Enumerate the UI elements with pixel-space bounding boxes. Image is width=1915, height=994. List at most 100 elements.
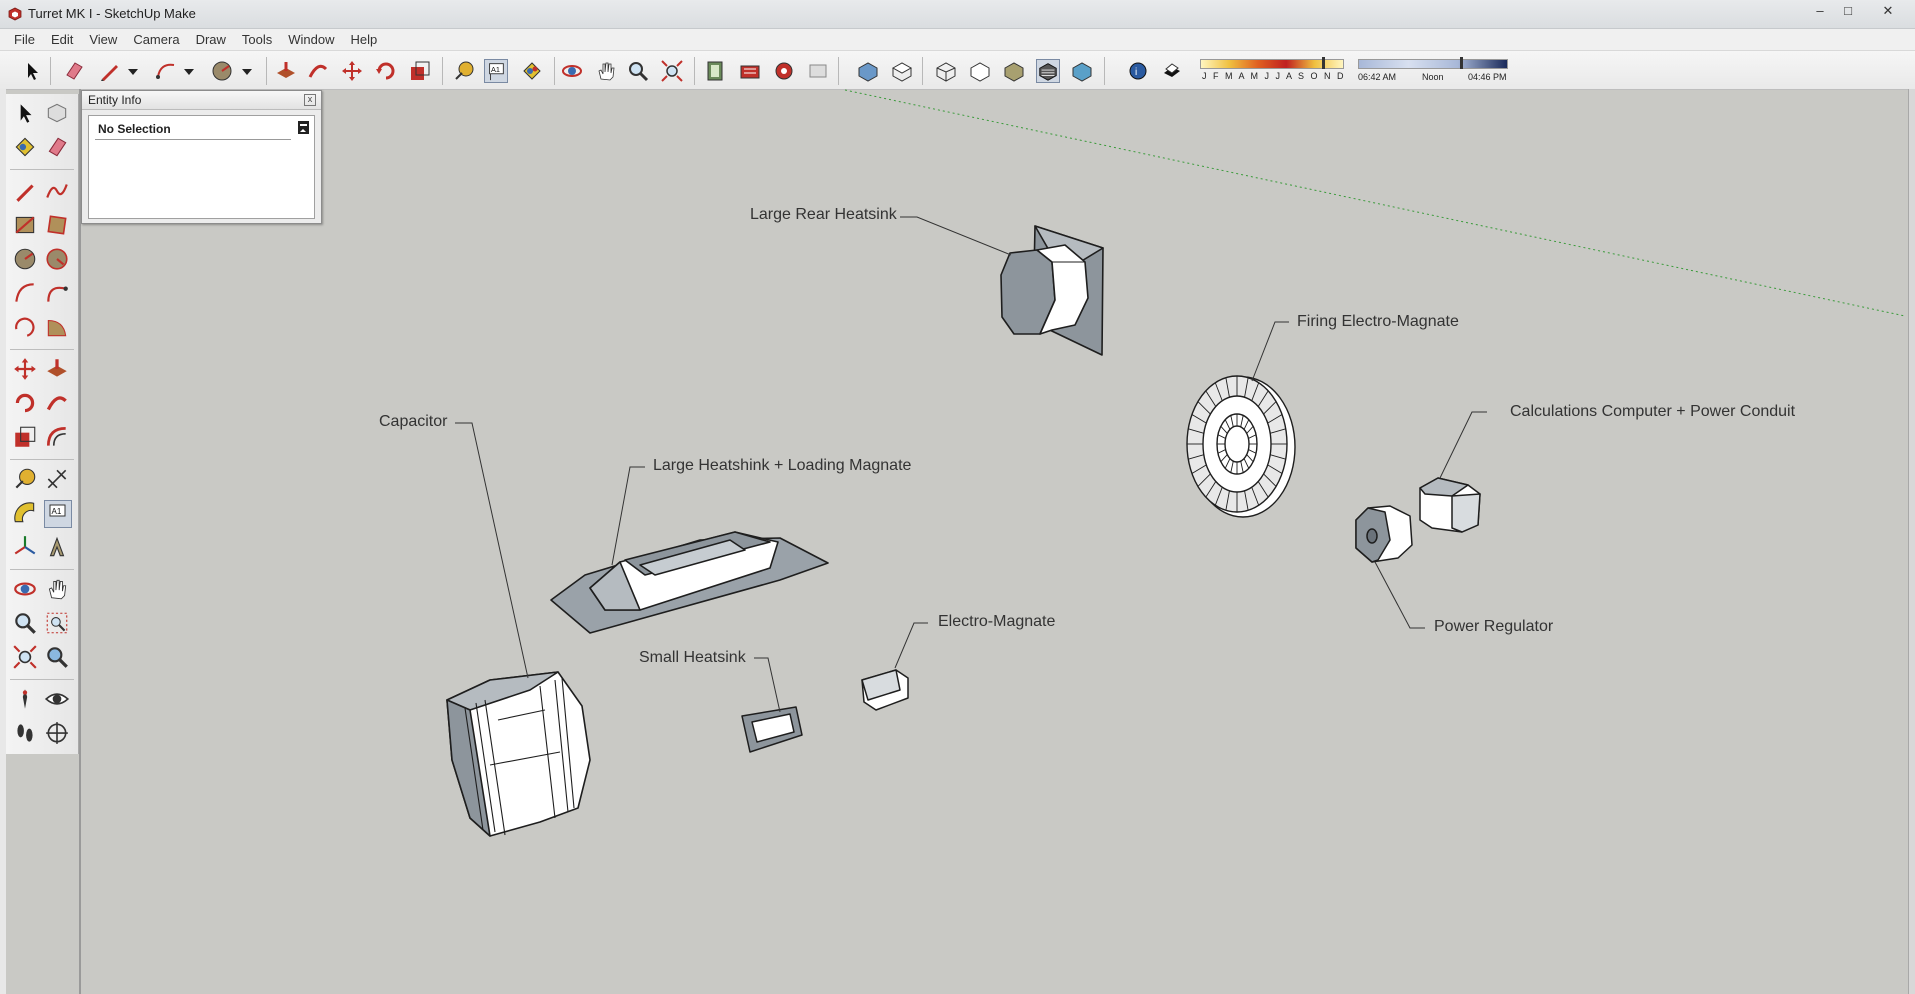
pan-hand-icon[interactable]: [594, 59, 618, 83]
hidden-line-style-icon[interactable]: [968, 59, 992, 83]
menu-help[interactable]: Help: [350, 32, 378, 47]
select-icon[interactable]: [12, 100, 38, 126]
polygon-icon[interactable]: [44, 246, 70, 272]
share-component-icon[interactable]: [806, 59, 830, 83]
paint-bucket-icon[interactable]: [520, 59, 544, 83]
line-pencil-icon[interactable]: [12, 178, 38, 204]
ring-spoke: [1188, 428, 1204, 434]
arc-icon[interactable]: [12, 280, 38, 306]
follow-me-icon[interactable]: [306, 59, 330, 83]
time-slider-thumb[interactable]: [1460, 57, 1463, 69]
circle-shape-icon[interactable]: [210, 59, 234, 83]
chevron-down-icon[interactable]: [182, 59, 196, 83]
calculations-computer-model: [1419, 477, 1481, 533]
rotate-icon[interactable]: [374, 59, 398, 83]
section-plane-icon[interactable]: [44, 720, 70, 746]
make-component-icon[interactable]: [44, 100, 70, 126]
orbit-icon[interactable]: [12, 576, 38, 602]
scale-icon[interactable]: [408, 59, 432, 83]
warehouse-icon[interactable]: [704, 59, 728, 83]
textured-style-icon[interactable]: [1070, 59, 1094, 83]
two-point-arc-icon[interactable]: [44, 280, 70, 306]
move-icon[interactable]: [340, 59, 364, 83]
text-tool-button[interactable]: A1: [484, 59, 508, 83]
menu-tools[interactable]: Tools: [241, 32, 273, 47]
top-view-icon[interactable]: [890, 59, 914, 83]
label-power-regulator[interactable]: Power Regulator: [1434, 618, 1554, 635]
label-electro-magnate[interactable]: Electro-Magnate: [938, 613, 1056, 630]
label-small-heatsink[interactable]: Small Heatsink: [639, 649, 746, 666]
axes-icon[interactable]: [12, 534, 38, 560]
rotate-icon[interactable]: [12, 390, 38, 416]
rotated-rectangle-icon[interactable]: [44, 212, 70, 238]
label-large-heatshink[interactable]: Large Heatshink + Loading Magnate: [653, 457, 912, 474]
month-slider-thumb[interactable]: [1322, 57, 1325, 69]
follow-me-icon[interactable]: [44, 390, 70, 416]
display-shadows-icon[interactable]: [1160, 59, 1184, 83]
label-firing-electro-magnate[interactable]: Firing Electro-Magnate: [1297, 313, 1459, 330]
month-slider[interactable]: [1200, 59, 1344, 69]
scale-icon[interactable]: [12, 424, 38, 450]
xray-style-icon[interactable]: [934, 59, 958, 83]
3d-text-icon[interactable]: [44, 534, 70, 560]
chevron-down-icon[interactable]: [240, 59, 254, 83]
menu-file[interactable]: File: [14, 32, 35, 47]
freehand-arc-icon[interactable]: [154, 59, 178, 83]
line-pencil-icon[interactable]: [98, 59, 122, 83]
extension-warehouse-icon[interactable]: [772, 59, 796, 83]
shaded-style-icon[interactable]: [1002, 59, 1026, 83]
look-around-eye-icon[interactable]: [44, 686, 70, 712]
label-large-rear-heatsink[interactable]: Large Rear Heatsink: [750, 206, 897, 223]
three-point-arc-icon[interactable]: [12, 314, 38, 340]
menu-draw[interactable]: Draw: [195, 32, 226, 47]
shadow-settings-icon[interactable]: i: [1126, 59, 1150, 83]
zoom-extents-icon[interactable]: [12, 644, 38, 670]
maximize-button[interactable]: □: [1844, 3, 1852, 18]
zoom-extents-icon[interactable]: [660, 59, 684, 83]
dimension-icon[interactable]: [44, 466, 70, 492]
ring-spoke: [1225, 490, 1230, 511]
walk-footprints-icon[interactable]: [12, 720, 38, 746]
toggle-details-icon[interactable]: [298, 121, 309, 134]
menu-view[interactable]: View: [89, 32, 118, 47]
zoom-icon[interactable]: [12, 610, 38, 636]
zoom-icon[interactable]: [626, 59, 650, 83]
position-camera-icon[interactable]: [12, 686, 38, 712]
chevron-down-icon[interactable]: [126, 59, 140, 83]
entity-info-title: Entity Info: [88, 93, 142, 107]
time-slider[interactable]: [1358, 59, 1508, 69]
push-pull-icon[interactable]: [44, 356, 70, 382]
label-capacitor[interactable]: Capacitor: [379, 413, 448, 430]
rectangle-icon[interactable]: [12, 212, 38, 238]
freehand-icon[interactable]: [44, 178, 70, 204]
close-window-button[interactable]: ✕: [1882, 3, 1894, 18]
close-icon[interactable]: x: [304, 94, 316, 106]
eraser-icon[interactable]: [44, 134, 70, 160]
select-icon[interactable]: [20, 59, 44, 83]
monochrome-style-button[interactable]: [1036, 59, 1060, 83]
text-tool-button[interactable]: A1: [44, 500, 72, 528]
previous-view-icon[interactable]: [44, 644, 70, 670]
orbit-icon[interactable]: [560, 59, 584, 83]
push-pull-icon[interactable]: [274, 59, 298, 83]
pie-icon[interactable]: [44, 314, 70, 340]
paint-bucket-icon[interactable]: [12, 134, 38, 160]
minimize-button[interactable]: –: [1816, 3, 1824, 18]
eraser-icon[interactable]: [62, 59, 86, 83]
zoom-window-icon[interactable]: [44, 610, 70, 636]
move-icon[interactable]: [12, 356, 38, 382]
offset-icon[interactable]: [44, 424, 70, 450]
label-calculations-computer[interactable]: Calculations Computer + Power Conduit: [1510, 403, 1796, 420]
share-model-icon[interactable]: [738, 59, 762, 83]
circle-icon[interactable]: [12, 246, 38, 272]
menu-camera[interactable]: Camera: [133, 32, 180, 47]
menu-edit[interactable]: Edit: [50, 32, 74, 47]
menu-window[interactable]: Window: [288, 32, 335, 47]
protractor-icon[interactable]: [12, 500, 38, 526]
tape-measure-icon[interactable]: [452, 59, 476, 83]
iso-view-icon[interactable]: [856, 59, 880, 83]
tape-measure-icon[interactable]: [12, 466, 38, 492]
entity-info-header[interactable]: Entity Info x: [82, 91, 321, 110]
pan-hand-icon[interactable]: [44, 576, 70, 602]
